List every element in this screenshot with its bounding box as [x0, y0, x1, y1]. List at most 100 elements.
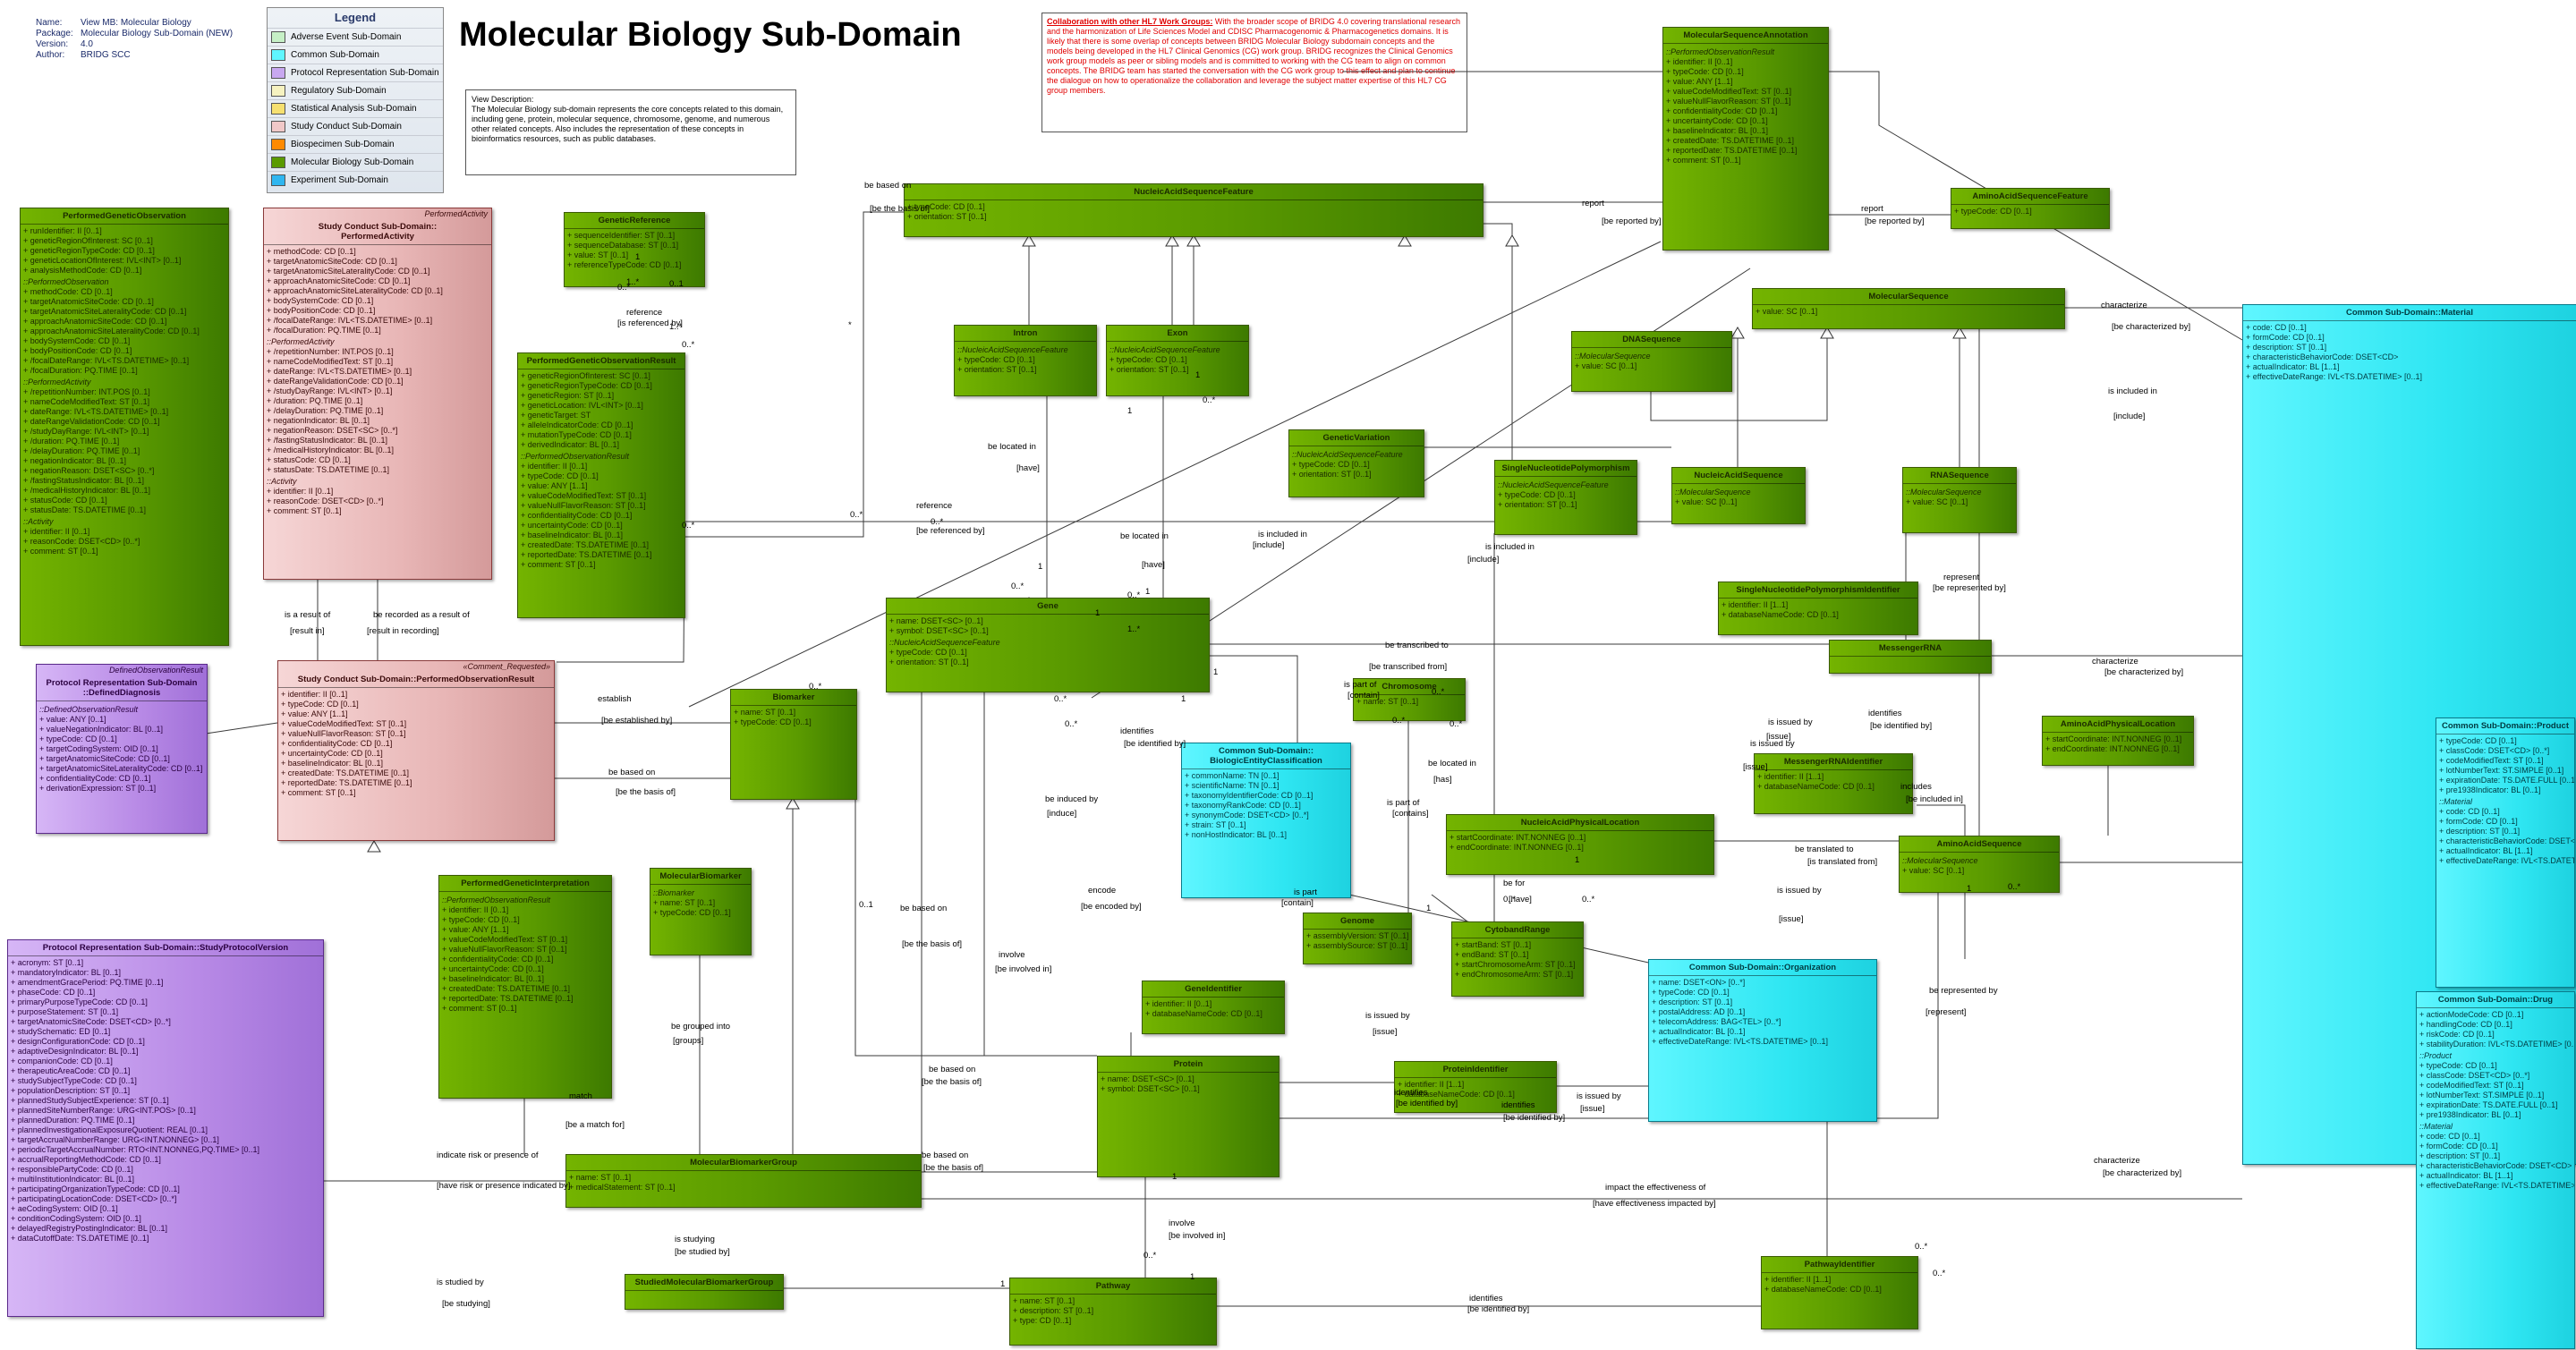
class-dnas[interactable]: DNASequence::MolecularSequence+ value: S… — [1571, 331, 1732, 392]
class-bec[interactable]: Common Sub-Domain:: BiologicEntityClassi… — [1181, 743, 1351, 898]
class-gv[interactable]: GeneticVariation::NucleicAcidSequenceFea… — [1288, 429, 1424, 497]
class-aasf[interactable]: AminoAcidSequenceFeature+ typeCode: CD [… — [1951, 188, 2110, 229]
class-snpi[interactable]: SingleNucleotidePolymorphismIdentifier+ … — [1718, 582, 1918, 635]
class-stereotype: «Comment_Requested» — [463, 662, 550, 671]
class-pathway[interactable]: Pathway+ name: ST [0..1]+ description: S… — [1009, 1278, 1217, 1346]
class-attribute: + scientificName: TN [0..1] — [1185, 781, 1279, 790]
class-pgi[interactable]: PerformedGeneticInterpretation::Performe… — [438, 875, 612, 1099]
association-label: characterize — [2092, 657, 2138, 667]
class-aapl[interactable]: AminoAcidPhysicalLocation+ startCoordina… — [2042, 716, 2194, 766]
class-attribute: + /focalDuration: PQ.TIME [0..1] — [23, 366, 138, 375]
legend-label: Statistical Analysis Sub-Domain — [291, 104, 417, 114]
class-attributes: + identifier: II [1..1]+ databaseNameCod… — [1395, 1078, 1556, 1101]
class-exon[interactable]: Exon::NucleicAcidSequenceFeature+ typeCo… — [1106, 325, 1249, 396]
class-protein[interactable]: Protein+ name: DSET<SC> [0..1]+ symbol: … — [1097, 1056, 1279, 1177]
class-geneid[interactable]: GeneIdentifier+ identifier: II [0..1]+ d… — [1142, 981, 1285, 1034]
class-title: Chromosome — [1354, 679, 1465, 695]
class-napl[interactable]: NucleicAcidPhysicalLocation+ startCoordi… — [1446, 814, 1714, 875]
class-attribute: + expirationDate: TS.DATE.FULL [0..1] — [2439, 776, 2575, 785]
class-attribute: + targetCodingSystem: OID [0..1] — [39, 744, 158, 753]
inherited-group-label: ::Biomarker — [653, 888, 695, 897]
meta-key: Version: — [36, 39, 69, 49]
association-label: [include] — [1253, 540, 1285, 550]
association-line — [854, 716, 1097, 1057]
class-drug[interactable]: Common Sub-Domain::Drug+ actionModeCode:… — [2416, 991, 2575, 1349]
class-aas[interactable]: AminoAcidSequence::MolecularSequence+ va… — [1899, 836, 2060, 893]
class-prod[interactable]: Common Sub-Domain::Product+ typeCode: CD… — [2436, 717, 2575, 988]
class-scpor[interactable]: «Comment_Requested»Study Conduct Sub-Dom… — [277, 660, 555, 841]
association-label: 0..* — [850, 510, 863, 520]
class-attributes: + sequenceIdentifier: ST [0..1]+ sequenc… — [565, 229, 704, 272]
class-title: Intron — [955, 326, 1096, 342]
class-attribute: + name: DSET<SC> [0..1] — [889, 616, 983, 625]
class-attribute: + typeCode: CD [0..1] — [2439, 736, 2517, 745]
class-pathid[interactable]: PathwayIdentifier+ identifier: II [1..1]… — [1761, 1256, 1918, 1329]
class-nasf[interactable]: NucleicAcidSequenceFeature+ typeCode: CD… — [904, 183, 1484, 237]
association-label: 0..1 — [859, 900, 873, 910]
association-label: identifies — [1501, 1100, 1535, 1110]
association-label: be located in — [988, 442, 1036, 452]
class-gref[interactable]: GeneticReference+ sequenceIdentifier: ST… — [564, 212, 705, 287]
class-biomarker[interactable]: Biomarker+ name: ST [0..1]+ typeCode: CD… — [730, 689, 857, 800]
class-pgor[interactable]: PerformedGeneticObservationResult+ genet… — [517, 352, 685, 618]
class-mbg[interactable]: MolecularBiomarkerGroup+ name: ST [0..1]… — [565, 1154, 922, 1208]
class-chrom[interactable]: Chromosome+ name: ST [0..1] — [1353, 678, 1466, 721]
class-attribute: + name: ST [0..1] — [653, 898, 716, 907]
class-attribute: + therapeuticAreaCode: CD [0..1] — [11, 1066, 131, 1075]
class-snp[interactable]: SingleNucleotidePolymorphism::NucleicAci… — [1494, 460, 1637, 535]
class-title: Exon — [1107, 326, 1248, 342]
class-attribute: + geneticRegionOfInterest: SC [0..1] — [521, 371, 650, 380]
class-pgo[interactable]: PerformedGeneticObservation+ runIdentifi… — [20, 208, 229, 646]
class-cband[interactable]: CytobandRange+ startBand: ST [0..1]+ end… — [1451, 921, 1584, 997]
class-attribute: + name: ST [0..1] — [734, 708, 796, 717]
generalization-arrow — [367, 840, 381, 853]
association-label: is issued by — [1750, 739, 1795, 749]
class-attribute: + telecomAddress: BAG<TEL> [0..*] — [1652, 1017, 1781, 1026]
class-stereotype: DefinedObservationResult — [108, 666, 203, 675]
class-nas[interactable]: NucleicAcidSequence::MolecularSequence+ … — [1671, 467, 1806, 524]
class-attribute: + valueNullFlavorReason: ST [0..1] — [442, 945, 567, 954]
class-attribute: + taxonomyIdentifierCode: CD [0..1] — [1185, 791, 1314, 800]
class-attribute: + characteristicBehaviorCode: DSET<CD> — [2419, 1161, 2572, 1170]
class-org[interactable]: Common Sub-Domain::Organization+ name: D… — [1648, 959, 1877, 1122]
association-label: 0..* — [1143, 1251, 1157, 1261]
inherited-group-label: ::PerformedActivity — [267, 337, 335, 346]
class-prspv[interactable]: Protocol Representation Sub-Domain::Stud… — [7, 939, 324, 1317]
class-attribute: + delayedRegistryPostingIndicator: BL [0… — [11, 1224, 168, 1233]
class-attribute: + targetAnatomicSiteLateralityCode: CD [… — [39, 764, 203, 773]
class-attribute: + typeCode: CD [0..1] — [2419, 1061, 2497, 1070]
meta-key: Package: — [36, 29, 73, 38]
class-msa[interactable]: MolecularSequenceAnnotation::PerformedOb… — [1662, 27, 1829, 250]
association-label: [contain] — [1281, 898, 1314, 908]
class-attribute: + statusCode: CD [0..1] — [23, 496, 107, 505]
association-label: [be a match for] — [565, 1120, 625, 1130]
class-attribute: + value: SC [0..1] — [1675, 497, 1738, 506]
class-mrnai[interactable]: MessengerRNAIdentifier+ identifier: II [… — [1754, 753, 1913, 814]
association-label: 0..* — [1392, 716, 1406, 726]
class-title: Gene — [887, 599, 1209, 615]
class-attribute: + databaseNameCode: CD [0..1] — [1757, 782, 1875, 791]
legend-item: Study Conduct Sub-Domain — [268, 117, 443, 135]
class-attribute: + value: ANY [1..1] — [1666, 77, 1733, 86]
class-attribute: + analysisMethodCode: CD [0..1] — [23, 266, 142, 275]
class-attribute: + aeCodingSystem: OID [0..1] — [11, 1204, 118, 1213]
class-intron[interactable]: Intron::NucleicAcidSequenceFeature+ type… — [954, 325, 1097, 396]
class-genome[interactable]: Genome+ assemblyVersion: ST [0..1]+ asse… — [1303, 913, 1412, 964]
class-attribute: + targetAccrualNumberRange: URG<INT.NONN… — [11, 1135, 219, 1144]
class-gene[interactable]: Gene+ name: DSET<SC> [0..1]+ symbol: DSE… — [886, 598, 1210, 692]
class-protid[interactable]: ProteinIdentifier+ identifier: II [1..1]… — [1394, 1061, 1557, 1113]
class-smbg[interactable]: StudiedMolecularBiomarkerGroup — [625, 1274, 784, 1310]
association-label: 0..* — [1915, 1242, 1928, 1252]
class-rnas[interactable]: RNASequence::MolecularSequence+ value: S… — [1902, 467, 2017, 533]
association-label: be based on — [929, 1065, 976, 1074]
class-attribute: + valueCodeModifiedText: ST [0..1] — [521, 491, 647, 500]
class-mbio[interactable]: MolecularBiomarker::Biomarker+ name: ST … — [650, 868, 752, 955]
class-attribute: + characteristicBehaviorCode: DSET<CD> — [2246, 352, 2399, 361]
class-attribute: + identifier: II [0..1] — [442, 905, 509, 914]
class-ms[interactable]: MolecularSequence+ value: SC [0..1] — [1752, 288, 2065, 329]
class-title: PerformedGeneticInterpretation — [439, 876, 611, 892]
association-label: 1 — [1000, 1279, 1006, 1289]
class-mrna[interactable]: MessengerRNA — [1829, 640, 1992, 674]
